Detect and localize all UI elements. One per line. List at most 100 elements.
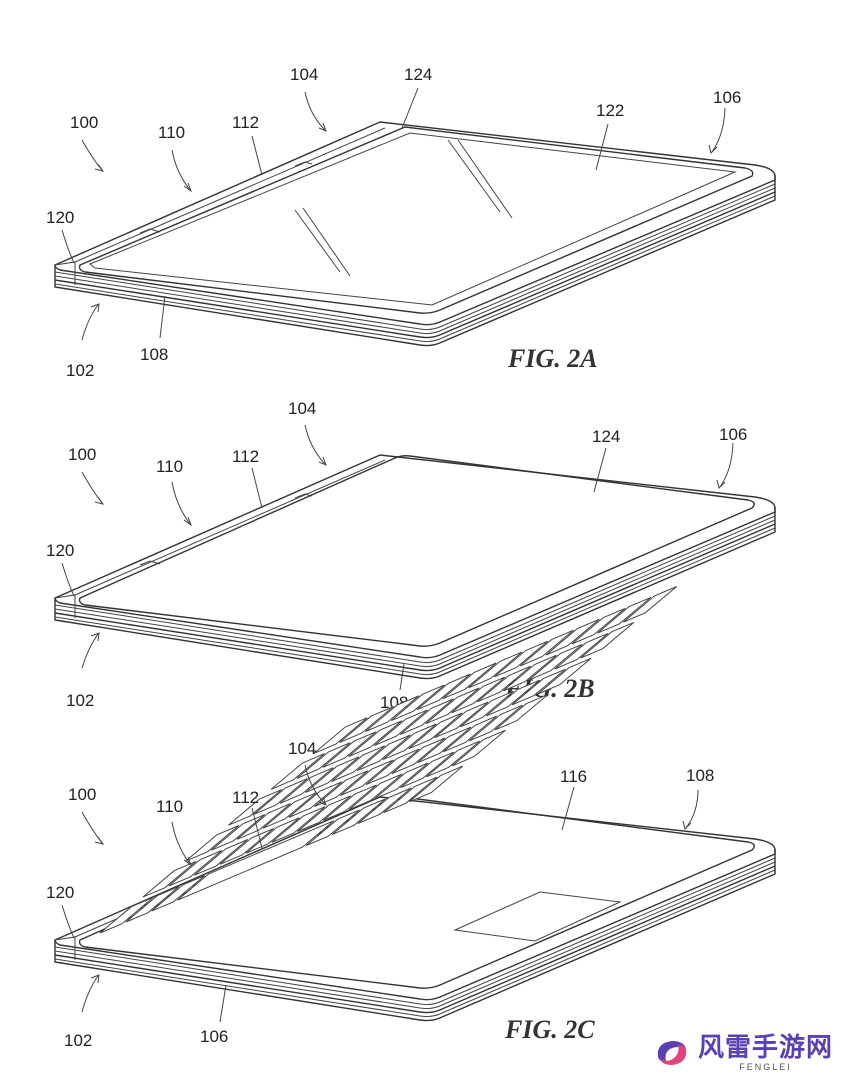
keyboard-key: [417, 726, 472, 764]
keyboard-key: [365, 695, 420, 732]
keyboard-key: [597, 596, 652, 634]
ref-label: 106: [200, 1027, 228, 1046]
keyboard-key: [528, 643, 583, 681]
keyboard-key: [622, 586, 678, 623]
watermark: 风雷手游网 FENGLEI: [652, 1033, 833, 1073]
keyboard-key: [210, 814, 266, 851]
ref-label: 102: [66, 691, 94, 710]
ref-label: 106: [713, 88, 741, 107]
keyboard-key: [373, 709, 428, 747]
keyboard-key: [571, 607, 626, 645]
keyboard-key: [193, 839, 249, 876]
keyboard-key: [348, 773, 403, 811]
svg-text:FIG. 2A: FIG. 2A: [507, 344, 598, 373]
watermark-text: 风雷手游网: [697, 1033, 833, 1063]
keyboard-key: [168, 850, 223, 887]
keyboard-key: [305, 809, 360, 846]
keyboard-key: [391, 737, 446, 775]
keyboard-key: [142, 860, 197, 898]
figure-2b: 100 110 112 104 124 106 120 102 108 FIG.…: [46, 399, 776, 712]
ref-label: 122: [596, 101, 624, 120]
svg-text:110: 110: [156, 797, 183, 816]
ref-label: 100: [68, 785, 96, 804]
keyboard-key: [313, 717, 368, 754]
svg-text:110: 110: [156, 457, 183, 476]
keyboard-key: [125, 885, 180, 923]
svg-text:120: 120: [46, 883, 74, 902]
keyboard-key: [409, 765, 464, 803]
svg-text:110: 110: [158, 123, 185, 142]
svg-text:120: 120: [46, 208, 74, 227]
ref-label: 108: [140, 345, 168, 364]
keyboard-key: [485, 679, 540, 717]
keyboard-key: [331, 745, 386, 782]
keyboard-key: [537, 657, 592, 695]
keyboard-key: [331, 798, 386, 836]
keyboard-key: [425, 687, 480, 725]
keyboard-key: [374, 762, 429, 800]
keyboard-key: [270, 753, 325, 790]
ref-label: 100: [70, 113, 98, 132]
keyboard-key: [227, 789, 283, 826]
leaders-2b: [61, 424, 734, 691]
keyboard-key: [253, 778, 308, 815]
leaders-2a: [61, 87, 726, 341]
keyboard-key: [322, 731, 377, 768]
leaders-2c: [61, 764, 699, 1023]
keyboard-key: [219, 828, 274, 865]
ref-label: 100: [68, 445, 96, 464]
keyboard-key: [390, 684, 445, 722]
svg-text:100: 100: [68, 785, 96, 804]
ref-label: 102: [64, 1031, 92, 1050]
ref-label: 124: [404, 65, 432, 84]
fenglei-logo-icon: [657, 1041, 687, 1065]
ref-label: 104: [288, 399, 316, 418]
keyboard-key: [279, 767, 334, 804]
keyboard-key: [545, 618, 600, 656]
keyboard-key: [245, 817, 300, 854]
keyboard-key: [357, 787, 412, 825]
keyboard-key: [383, 776, 438, 814]
keyboard-key: [511, 668, 566, 706]
keyboard-key: [271, 806, 326, 843]
ref-label: 108: [686, 766, 714, 785]
ref-label: 124: [592, 427, 620, 446]
ref-label: 110: [158, 123, 185, 142]
ref-labels-2a: 100 110 112 104 124 122 106 120 102 108: [46, 65, 741, 380]
keyboard-key: [236, 803, 291, 840]
keyboard-key: [151, 875, 206, 912]
keyboard-key: [408, 712, 463, 750]
svg-text:122: 122: [596, 101, 624, 120]
svg-text:100: 100: [68, 445, 96, 464]
keyboard-key: [365, 748, 420, 786]
figure-caption: FIG. 2A: [507, 344, 598, 373]
keyboard-key: [554, 632, 609, 670]
ref-labels-2c: 100 110 112 104 116 108 120 102 106: [46, 739, 714, 1050]
device-body-2a: [54, 121, 776, 347]
svg-text:108: 108: [686, 766, 714, 785]
keyboard-key: [322, 784, 377, 821]
svg-text:116: 116: [560, 767, 587, 786]
ref-label: 110: [156, 797, 183, 816]
figure-2a: 100 110 112 104 124 122 106 120 102 108 …: [46, 65, 776, 380]
ref-label: 106: [719, 425, 747, 444]
keyboard-key: [356, 734, 411, 772]
keyboard-key: [99, 896, 154, 934]
svg-text:106: 106: [713, 88, 741, 107]
keyboard-key: [580, 621, 635, 659]
svg-text:104: 104: [290, 65, 318, 84]
keyboard-key: [185, 825, 240, 862]
device-body-2b: [54, 454, 776, 680]
device-body-2c: [54, 586, 776, 1022]
ref-label: 116: [560, 767, 587, 786]
ref-label: 120: [46, 208, 74, 227]
keyboard-key: [502, 654, 557, 692]
svg-text:100: 100: [70, 113, 98, 132]
keyboard-key: [288, 781, 343, 818]
keyboard-key: [348, 720, 403, 757]
keyboard-key: [451, 729, 506, 767]
keyboard-key: [339, 759, 394, 796]
svg-text:120: 120: [46, 541, 74, 560]
keyboard-key: [519, 629, 574, 667]
